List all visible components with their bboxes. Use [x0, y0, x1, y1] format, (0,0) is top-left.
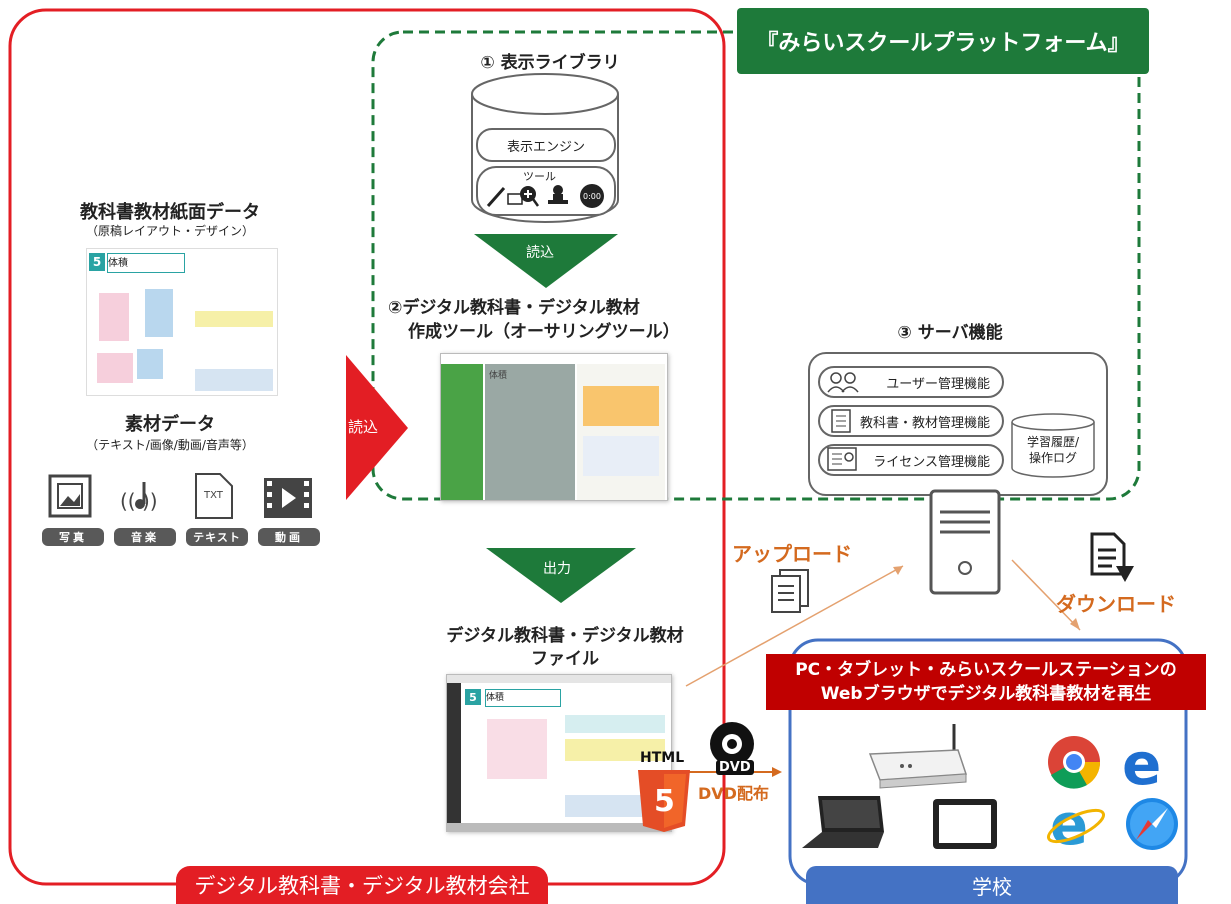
stamp-icon — [548, 185, 568, 204]
page-data-thumbnail: 5 体積 — [86, 248, 278, 396]
school-footer: 学校 — [806, 866, 1178, 904]
authoring-title: ②デジタル教科書・デジタル教材 作成ツール（オーサリングツール） — [388, 296, 718, 344]
media-label-video: 動画 — [258, 528, 320, 546]
page-data-subtitle: （原稿レイアウト・デザイン） — [85, 224, 254, 238]
server-feature-icons — [827, 372, 859, 471]
authoring-canvas: 体積 — [485, 364, 575, 500]
authoring-preview — [577, 364, 665, 500]
log-db-line2: 操作ログ — [1028, 451, 1077, 465]
svg-text:e: e — [1122, 734, 1161, 798]
photo-icon — [48, 474, 92, 518]
display-engine-pill: 表示エンジン — [476, 128, 616, 162]
school-heading-line1: PC・タブレット・みらいスクールステーションの — [795, 660, 1177, 680]
log-db-line1: 学習履歴/ — [1026, 435, 1080, 449]
media-label-photo: 写真 — [42, 528, 104, 546]
page-data-title: 教科書教材紙面データ — [80, 202, 260, 223]
media-label-text: テキスト — [186, 528, 248, 546]
display-library-title: ① 表示ライブラリ — [480, 53, 620, 73]
upload-line — [685, 565, 904, 687]
authoring-title-line2: 作成ツール（オーサリングツール） — [408, 322, 680, 342]
output-file-title-line1: デジタル教科書・デジタル教材 — [446, 626, 684, 646]
authoring-tool-screenshot: 体積 — [440, 353, 668, 501]
upload-label: アップロード — [732, 542, 852, 566]
license-icon — [827, 447, 857, 471]
timer-icon: 0:00 — [580, 184, 604, 208]
server-title: ③ サーバ機能 — [897, 323, 1003, 343]
school-heading: PC・タブレット・みらいスクールステーションの Webブラウザでデジタル教科書教… — [766, 654, 1206, 710]
digital-textbook-file-screenshot: 5 体積 — [446, 674, 672, 832]
upload-documents-icon — [771, 569, 809, 613]
tools-icons — [486, 185, 568, 207]
browser-icons: e e — [1046, 734, 1178, 854]
dvd-label: DVD — [716, 760, 754, 775]
output-arrow-green — [486, 548, 636, 603]
edge-icon: e — [1122, 734, 1161, 798]
output-file-title-line2: ファイル — [531, 649, 599, 669]
chrome-icon — [1048, 736, 1101, 789]
material-subtitle: （テキスト/画像/動画/音声等） — [86, 438, 254, 452]
safari-icon — [1126, 798, 1178, 850]
mirai-station-device-icon — [868, 724, 968, 789]
authoring-canvas-heading: 体積 — [489, 371, 508, 381]
music-icon: (( )) — [120, 482, 158, 513]
server-tower-icon — [929, 489, 1001, 595]
read-label-green: 読込 — [526, 245, 554, 261]
file-thumb-number: 5 — [465, 689, 481, 705]
dvd-disc-icon — [710, 722, 754, 766]
video-icon — [264, 478, 312, 518]
dvd-distribution-label: DVD配布 — [698, 784, 769, 803]
tools-label: ツール — [523, 170, 556, 183]
file-thumb-heading: 体積 — [485, 689, 561, 707]
users-icon — [827, 372, 859, 393]
user-management-feature: ユーザー管理機能 — [818, 366, 1004, 398]
read-arrow-red — [346, 355, 408, 500]
material-title: 素材データ — [125, 414, 215, 435]
material-icons: (( )) — [48, 473, 312, 519]
user-management-label: ユーザー管理機能 — [886, 376, 990, 392]
log-database-icon — [1011, 413, 1095, 478]
company-banner: デジタル教科書・デジタル教材会社 — [176, 866, 548, 904]
tablet-icon — [933, 799, 997, 849]
media-label-music: 音楽 — [114, 528, 176, 546]
svg-text:e: e — [1050, 793, 1088, 854]
laptop-icon — [802, 796, 884, 848]
read-label-red: 読込 — [348, 418, 379, 436]
download-label: ダウンロード — [1056, 592, 1176, 616]
page-thumb-number: 5 — [89, 253, 105, 271]
display-engine-label: 表示エンジン — [506, 139, 585, 155]
text-file-icon — [195, 473, 233, 519]
timer-text: 0:00 — [583, 191, 601, 201]
read-arrow-green — [474, 234, 618, 288]
page-thumb-heading: 体積 — [107, 253, 185, 273]
output-file-title: デジタル教科書・デジタル教材 ファイル — [400, 625, 730, 671]
download-document-icon — [1090, 532, 1134, 582]
ie-icon: e — [1046, 793, 1106, 854]
download-line — [1011, 559, 1081, 631]
zoom-icon — [507, 186, 540, 207]
platform-banner: 『みらいスクールプラットフォーム』 — [737, 8, 1149, 74]
pen-icon — [486, 187, 506, 207]
authoring-title-line1: ②デジタル教科書・デジタル教材 — [388, 298, 640, 318]
log-database-label: 学習履歴/ 操作ログ — [1012, 434, 1094, 466]
html5-number: 5 — [654, 784, 675, 819]
document-icon — [831, 409, 851, 433]
material-management-label: 教科書・教材管理機能 — [859, 415, 990, 431]
html5-label: HTML — [640, 750, 685, 766]
output-label: 出力 — [543, 561, 571, 577]
authoring-sidebar — [441, 364, 483, 500]
html5-logo-icon — [638, 770, 690, 832]
school-heading-line2: Webブラウザでデジタル教科書教材を再生 — [820, 684, 1152, 704]
license-management-label: ライセンス管理機能 — [873, 454, 990, 470]
txt-icon-label: TXT — [204, 490, 223, 501]
